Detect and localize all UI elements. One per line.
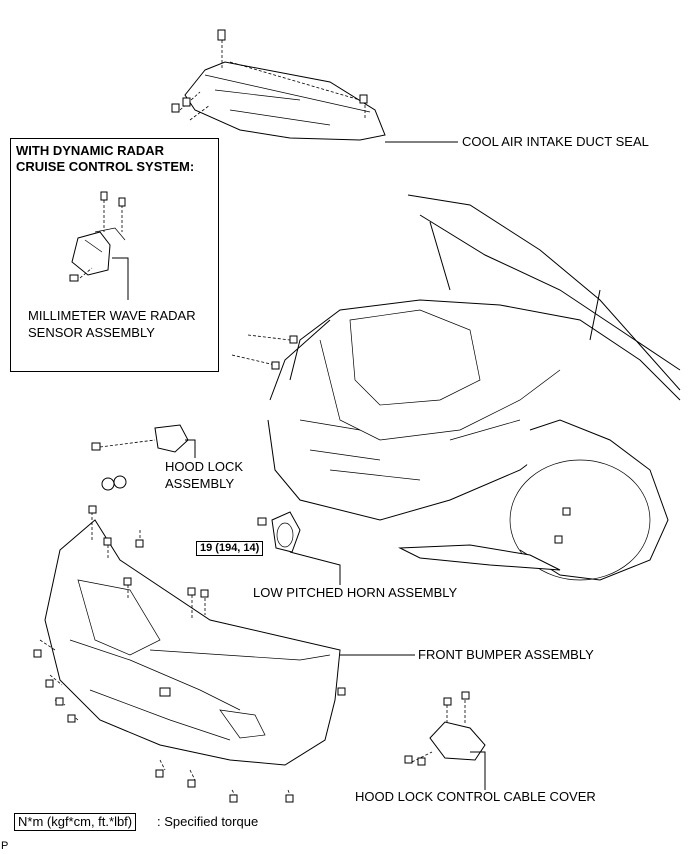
cool-air-intake-duct-seal-drawing <box>171 29 386 141</box>
radar-sensor-drawing <box>69 191 129 300</box>
corner-code: P <box>1 840 9 852</box>
cable-cover-label: HOOD LOCK CONTROL CABLE COVER <box>355 789 596 804</box>
dynamic-radar-inset <box>10 138 219 372</box>
horn-torque-spec: 19 (194, 14) <box>196 541 264 556</box>
inset-title-line2: CRUISE CONTROL SYSTEM: <box>16 159 195 174</box>
hood-lock-label-line1: HOOD LOCK <box>165 459 244 474</box>
front-bumper-drawing <box>33 505 346 803</box>
vehicle-front-drawing <box>231 194 681 581</box>
torque-legend-box: N*m (kgf*cm, ft.*lbf) <box>14 813 137 831</box>
cool-air-intake-duct-seal-label: COOL AIR INTAKE DUCT SEAL <box>462 134 649 149</box>
inset-title-line1: WITH DYNAMIC RADAR <box>16 143 165 158</box>
torque-legend-text: : Specified torque <box>157 814 259 829</box>
radar-sensor-label-line2: SENSOR ASSEMBLY <box>28 325 155 340</box>
hood-lock-label-line2: ASSEMBLY <box>165 476 235 491</box>
cable-cover-drawing <box>404 691 486 790</box>
horn-drawing <box>257 511 341 585</box>
front-bumper-label: FRONT BUMPER ASSEMBLY <box>418 647 594 662</box>
hood-lock-drawing <box>91 424 196 491</box>
radar-sensor-label-line1: MILLIMETER WAVE RADAR <box>28 308 196 323</box>
horn-label: LOW PITCHED HORN ASSEMBLY <box>253 585 458 600</box>
